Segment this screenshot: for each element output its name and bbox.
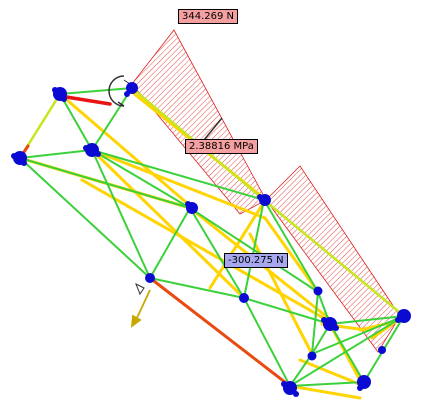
node-joint-icon xyxy=(395,309,411,323)
node-joint-icon xyxy=(313,286,323,296)
moment-arc-icon xyxy=(108,75,125,107)
node-joint-icon xyxy=(185,201,198,214)
stress-label: 2.38816 MPa xyxy=(185,139,258,154)
node-joint-icon xyxy=(52,87,67,102)
node-joint-icon xyxy=(321,317,339,331)
force-max-label: 344.269 N xyxy=(178,9,239,24)
node-joint-icon xyxy=(378,346,386,354)
node-joint-icon xyxy=(257,194,271,206)
node-joint-icon xyxy=(281,381,299,397)
node-joint-icon xyxy=(11,151,27,166)
load-arrow-icon xyxy=(130,289,151,328)
force-min-label: -300.275 N xyxy=(224,253,288,268)
nodes[interactable] xyxy=(11,82,411,397)
node-joint-icon xyxy=(357,375,371,391)
node-joint-icon xyxy=(145,273,155,283)
node-joint-icon xyxy=(83,143,101,157)
node-joint-icon xyxy=(124,82,138,97)
stress-indicator-line xyxy=(203,117,223,141)
node-joint-icon xyxy=(307,351,317,361)
node-joint-icon xyxy=(239,293,249,303)
